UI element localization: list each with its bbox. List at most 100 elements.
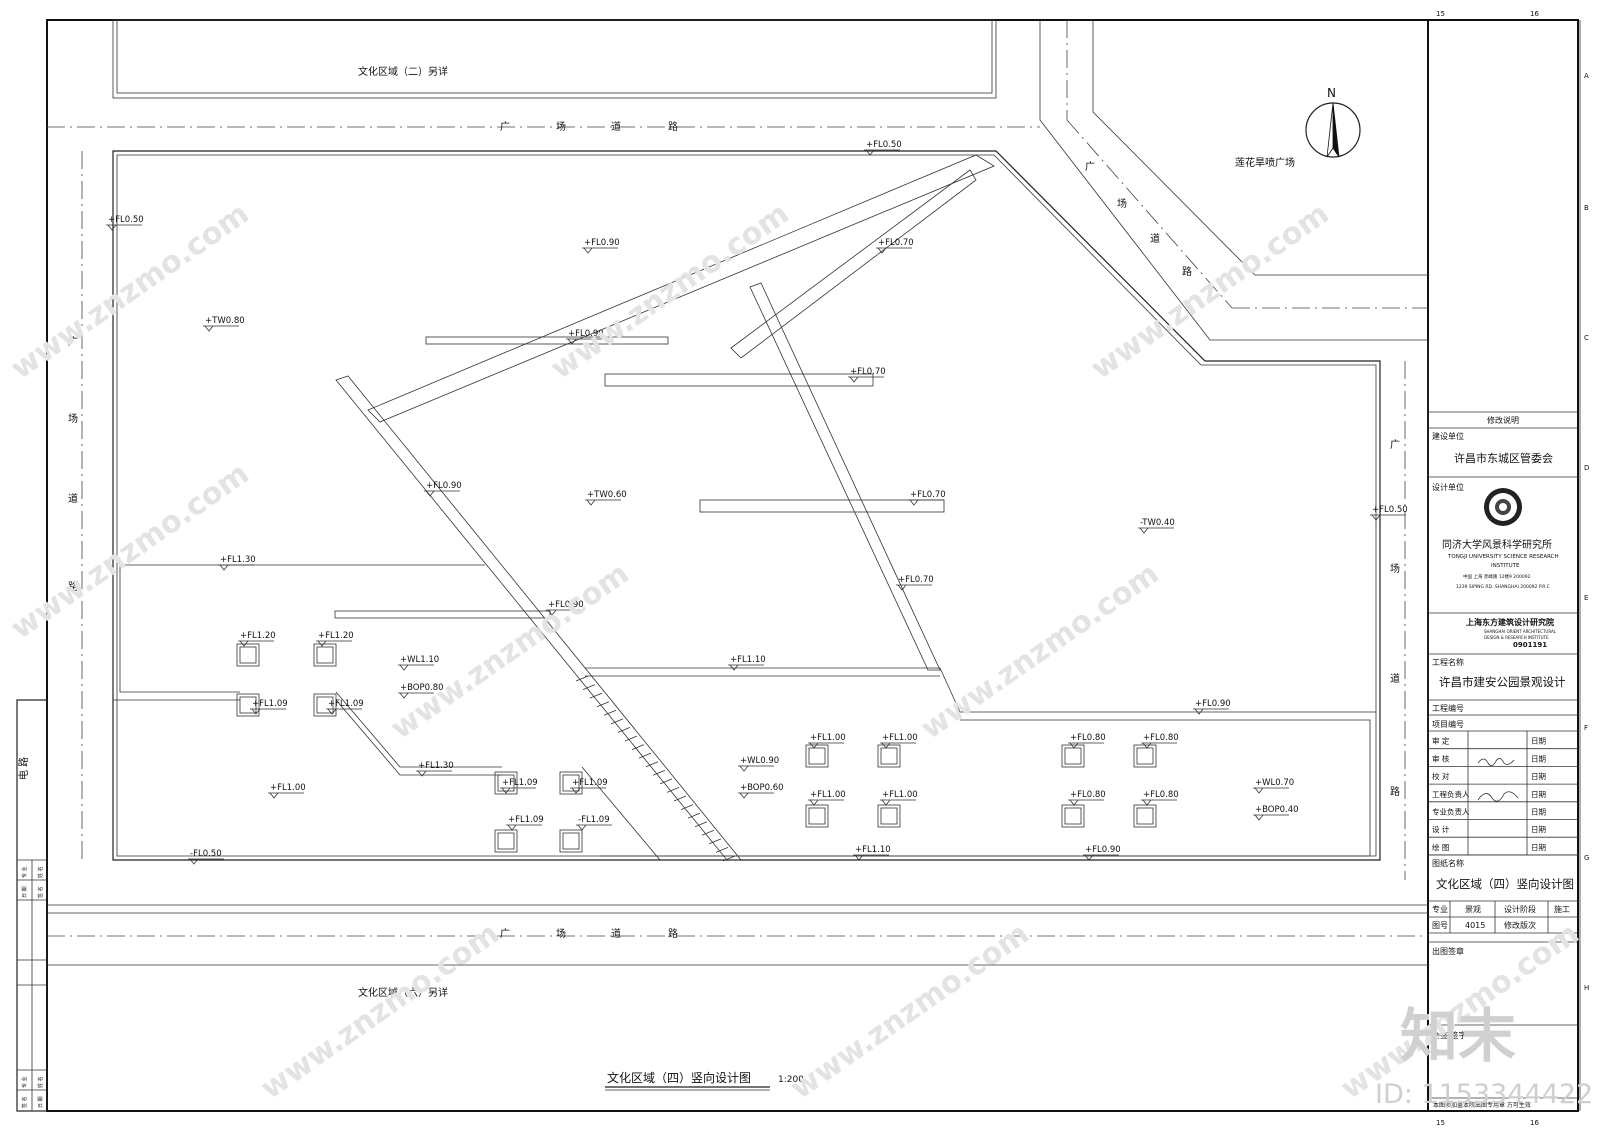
title-block: 修改说明 建设单位 许昌市东城区管委会 设计单位 同济大学风景科学研究所 TON… <box>1428 411 1578 1109</box>
elevation-label: +FL0.90 <box>426 481 462 491</box>
svg-text:路: 路 <box>1182 265 1192 278</box>
svg-text:道: 道 <box>1390 672 1400 685</box>
planter-square-inner <box>1136 807 1154 825</box>
svg-text:场: 场 <box>1390 562 1400 575</box>
title-block-note: 本图须加盖本院出图专用章 方可生效 <box>1433 1101 1531 1109</box>
svg-text:道: 道 <box>611 927 621 940</box>
elevation-triangle <box>881 742 891 749</box>
watermark-brand: 知末 <box>1400 1002 1516 1070</box>
watermark-text: www.znzmo.com <box>915 556 1166 746</box>
svg-text:项目编号: 项目编号 <box>1432 719 1464 729</box>
elevation-label: +FL0.90 <box>568 329 604 339</box>
planter-square-inner <box>316 696 334 714</box>
signature-reviewer <box>1477 758 1515 766</box>
elevation-label: +FL1.10 <box>855 845 891 855</box>
left-binding-strip: 电 路 专 业 姓 名 日 期 签 名 专 业 姓 名 签 名 日 期 <box>16 699 48 1112</box>
planter-square-inner <box>562 774 580 792</box>
elevation-label: +FL1.09 <box>502 778 538 788</box>
elevation-label: +WL1.10 <box>400 655 439 665</box>
elevation-triangle <box>1084 854 1094 861</box>
stair-step <box>659 778 673 785</box>
stair-step <box>645 761 659 768</box>
elevation-label: +FL0.50 <box>866 140 902 150</box>
role-date-label: 日期 <box>1531 790 1546 799</box>
watermark-text: www.znzmo.com <box>785 916 1036 1106</box>
outer-frame <box>46 19 1579 1112</box>
elevation-triangle <box>739 792 749 799</box>
watermark-text: www.znzmo.com <box>1085 196 1336 386</box>
grid-ref-e: E <box>1584 594 1588 602</box>
role-label: 校 对 <box>1432 771 1450 781</box>
stair-step <box>680 804 694 810</box>
elevation-label: +FL0.90 <box>1085 845 1121 855</box>
designer-label: 设计单位 <box>1432 482 1464 492</box>
drawing-name-label: 图纸名称 <box>1432 858 1464 868</box>
elevation-triangle <box>897 584 907 591</box>
elevation-label: +WL0.90 <box>740 756 779 766</box>
elevation-label: +FL1.00 <box>810 733 846 743</box>
elevation-triangle <box>1142 742 1152 749</box>
elevation-label: +FL0.50 <box>1372 505 1408 515</box>
elevation-label: +FL1.00 <box>270 783 306 793</box>
elevation-label: +FL0.70 <box>878 238 914 248</box>
project-name: 许昌市建安公园景观设计 <box>1439 675 1566 689</box>
elevation-triangle <box>399 664 409 671</box>
stair-step <box>694 821 708 828</box>
stair-step <box>722 855 736 862</box>
watermark-text: www.znzmo.com <box>5 456 256 646</box>
interior-paths <box>113 154 1376 861</box>
svg-text:道: 道 <box>68 492 78 505</box>
stair-step <box>596 701 610 708</box>
svg-text:0901191: 0901191 <box>1513 641 1547 649</box>
drawing-name: 文化区域（四）竖向设计图 <box>1436 877 1574 891</box>
elevation-triangle <box>399 692 409 699</box>
elevation-label: +FL1.20 <box>240 631 276 641</box>
role-label: 审 核 <box>1432 753 1450 763</box>
role-label: 审 定 <box>1432 736 1450 746</box>
watermark-text: www.znzmo.com <box>545 196 796 386</box>
elevation-triangle <box>327 708 337 715</box>
stair-step <box>701 829 715 836</box>
planter-square <box>877 744 901 768</box>
elevation-triangle <box>809 799 819 806</box>
elevation-triangle <box>854 854 864 861</box>
planter-square <box>559 771 583 795</box>
signature-checker <box>1477 791 1519 802</box>
planter-square-inner <box>1136 747 1154 765</box>
elevation-label: +FL0.80 <box>1143 733 1179 743</box>
elevation-label: +BOP0.80 <box>400 683 444 693</box>
elevation-triangle <box>881 799 891 806</box>
stair-step <box>624 735 638 742</box>
elevation-triangle <box>239 640 249 647</box>
elevation-label: -FL1.09 <box>578 815 610 825</box>
grid-ref-c: C <box>1584 334 1589 342</box>
elevation-triangle <box>877 247 887 254</box>
elevation-triangle <box>317 640 327 647</box>
svg-text:广: 广 <box>500 121 510 133</box>
grid-ref-15-bottom: 15 <box>1436 1119 1445 1127</box>
elevation-triangle <box>547 609 557 616</box>
elevation-label: +FL0.70 <box>850 367 886 377</box>
planter-square <box>805 744 829 768</box>
svg-text:专业: 专业 <box>1432 904 1448 914</box>
site-boundary-inner <box>116 154 1377 857</box>
stair-step <box>673 795 687 802</box>
svg-text:姓 名: 姓 名 <box>37 866 44 878</box>
planter-square-inner <box>808 807 826 825</box>
planter-square <box>559 829 583 853</box>
stair-step <box>582 684 596 690</box>
elevation-triangle <box>567 338 577 345</box>
svg-text:路: 路 <box>68 580 78 593</box>
approval-label: 会签 签字 <box>1432 1030 1467 1040</box>
elevation-label: -TW0.40 <box>1140 518 1175 528</box>
role-label: 工程负责人 <box>1432 789 1470 799</box>
elevation-triangle <box>204 325 214 332</box>
stair-step <box>708 838 722 845</box>
planter-square <box>1061 804 1085 828</box>
svg-text:签 名: 签 名 <box>37 886 44 898</box>
elevation-label: +FL0.80 <box>1143 790 1179 800</box>
elevation-triangle <box>1194 708 1204 715</box>
svg-text:专 业: 专 业 <box>21 866 28 878</box>
elevation-triangle <box>1254 787 1264 794</box>
svg-text:签 名: 签 名 <box>21 1096 28 1108</box>
